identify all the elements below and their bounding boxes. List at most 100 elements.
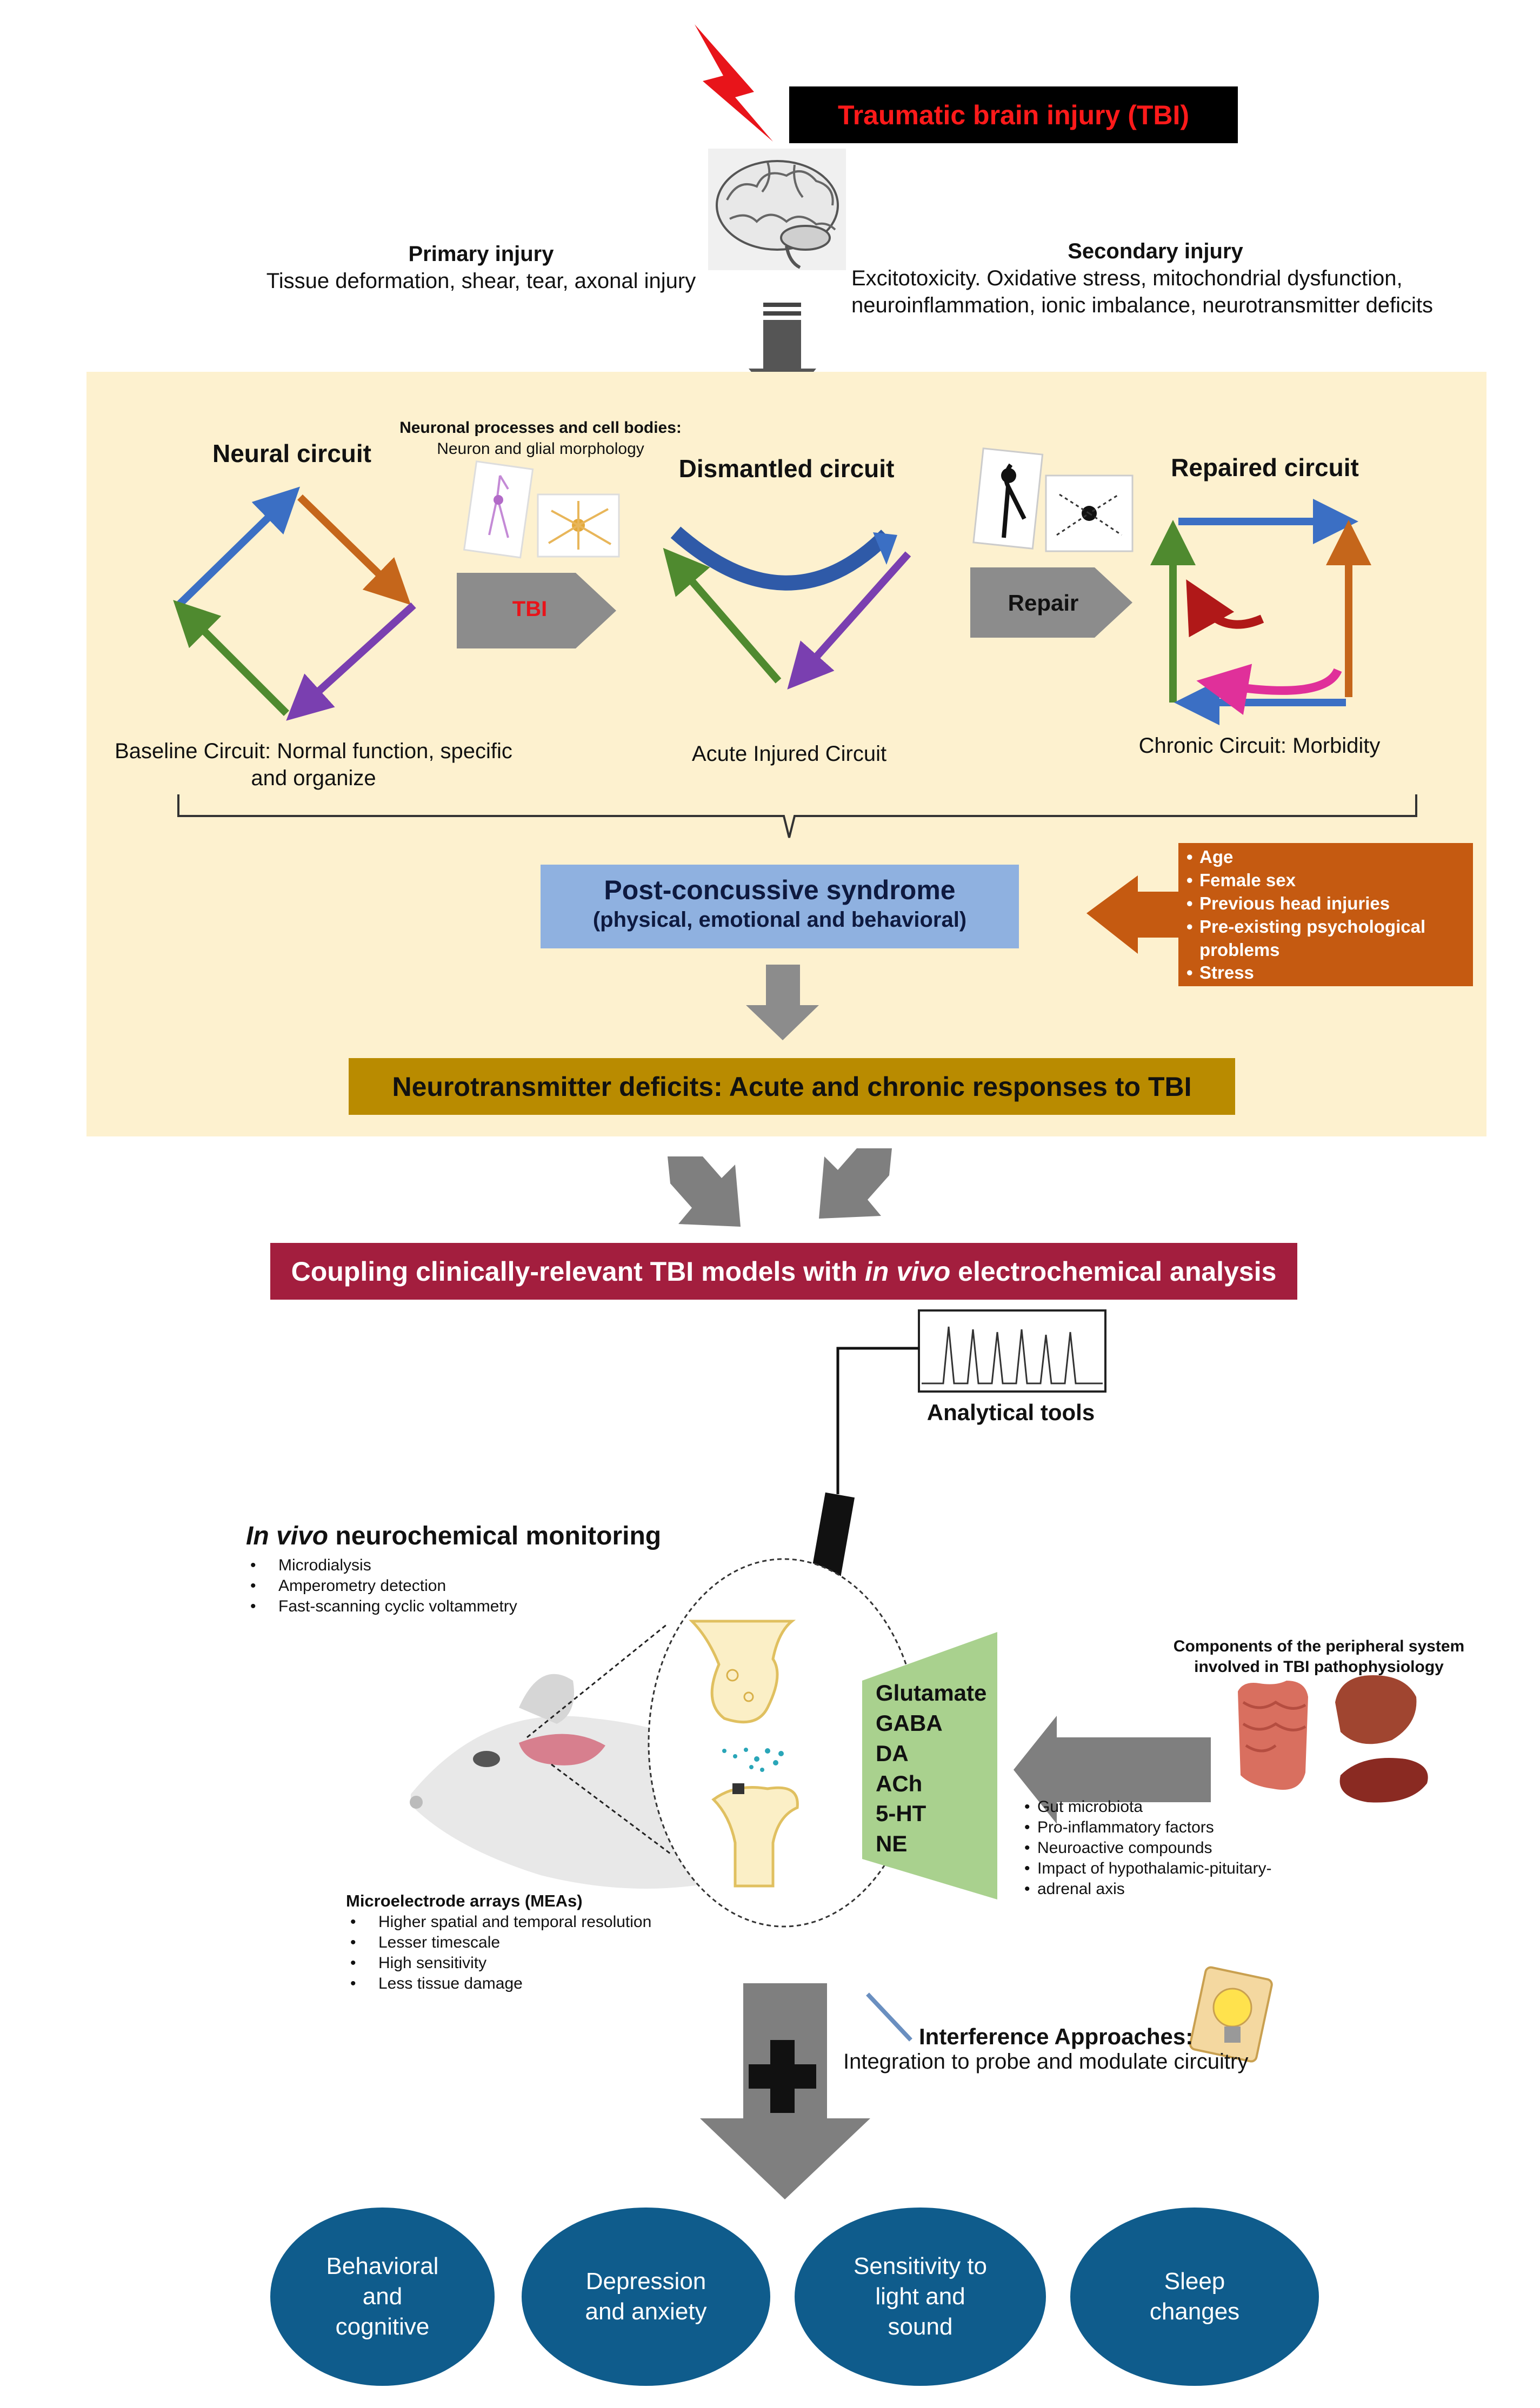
glia-silhouette-image (1045, 474, 1134, 552)
secondary-injury-block: Secondary injury Excitotoxicity. Oxidati… (851, 238, 1459, 319)
monitoring-title: In vivo neurochemical monitoring (246, 1521, 732, 1551)
title-banner: Traumatic brain injury (TBI) (789, 86, 1238, 143)
nt-5ht: 5-HT (876, 1801, 926, 1827)
light-bulb-icon (1189, 1966, 1273, 2063)
processes-subtitle: Neuron and glial morphology (437, 440, 644, 458)
peripheral-list: Gut microbiota Pro-inflammatory factors … (1024, 1797, 1305, 1900)
neuron-image (463, 460, 534, 559)
monitoring-item: Amperometry detection (246, 1576, 732, 1596)
risk-factor-item: Female sex (1186, 869, 1468, 892)
coupling-text: Coupling clinically-relevant TBI models … (270, 1256, 1297, 1287)
down-arrow-icon (746, 965, 819, 1040)
peripheral-title: Components of the peripheral system invo… (1151, 1636, 1486, 1677)
nt-ach: ACh (876, 1770, 923, 1796)
peripheral-item-continued: adrenal axis (1024, 1879, 1305, 1899)
outcome-line: Behavioral (326, 2253, 439, 2280)
needle-icon (866, 1992, 912, 2042)
monitoring-block: In vivo neurochemical monitoring Microdi… (246, 1521, 732, 1617)
coupling-box (270, 1243, 1297, 1300)
chronic-circuit-caption: Chronic Circuit: Morbidity (1138, 734, 1381, 758)
neurotransmitter-list: Glutamate GABA DA ACh 5-HT NE (876, 1678, 1000, 1859)
monitoring-title-italic: In vivo (246, 1522, 329, 1550)
spleen-icon (1339, 1758, 1428, 1803)
peripheral-item: Pro-inflammatory factors (1024, 1817, 1305, 1838)
syndrome-title: Post-concussive syndrome (604, 875, 956, 905)
coupling-text-after: electrochemical analysis (950, 1256, 1277, 1287)
outcome-line: cognitive (335, 2313, 430, 2340)
risk-factors-list: Age Female sex Previous head injuries Pr… (1186, 846, 1468, 985)
secondary-injury-text-1: Excitotoxicity. Oxidative stress, mitoch… (851, 266, 1403, 290)
repaired-circuit-diagram (1150, 499, 1371, 725)
baseline-caption-line-1: Baseline Circuit: Normal function, speci… (115, 739, 512, 763)
lightning-icon (695, 24, 773, 142)
monitoring-item: Fast-scanning cyclic voltammetry (246, 1596, 732, 1617)
tbi-arrow-shape (457, 573, 616, 648)
outcome-sensitivity: Sensitivity to light and sound (795, 2208, 1046, 2386)
secondary-injury-title: Secondary injury (1068, 239, 1243, 263)
tbi-arrow-label: TBI (512, 597, 548, 621)
primary-injury-title: Primary injury (408, 242, 554, 266)
outcome-line: and anxiety (585, 2298, 707, 2325)
mea-item: Less tissue damage (346, 1974, 724, 1994)
deficits-box (349, 1058, 1235, 1115)
coupling-text-italic: in vivo (864, 1256, 951, 1287)
analytical-tools-label: Analytical tools (926, 1400, 1095, 1425)
neural-circuit-title: Neural circuit (212, 439, 371, 467)
processes-label: Neuronal processes and cell bodies: Neur… (373, 417, 708, 459)
secondary-injury-text-2: neuroinflammation, ionic imbalance, neur… (851, 293, 1434, 317)
risk-factor-item: Stress (1186, 961, 1468, 985)
nt-da: DA (876, 1740, 909, 1766)
mea-item: Lesser timescale (346, 1932, 724, 1953)
nt-ne: NE (876, 1831, 908, 1857)
outcome-behavioral-cognitive: Behavioral and cognitive (270, 2208, 495, 2386)
repaired-circuit-title: Repaired circuit (1171, 453, 1359, 481)
neurotransmitter-panel (862, 1632, 997, 1899)
mea-title: Microelectrode arrays (MEAs) (346, 1891, 583, 1910)
nt-gaba: GABA (876, 1710, 943, 1736)
processes-title: Neuronal processes and cell bodies: (399, 419, 682, 437)
peripheral-item: Gut microbiota (1024, 1797, 1305, 1817)
peripheral-title-line-1: Components of the peripheral system (1173, 1637, 1465, 1655)
dismantled-circuit-title: Dismantled circuit (678, 454, 895, 483)
baseline-caption-line-2: and organize (251, 766, 376, 790)
grouping-brace (177, 794, 1417, 838)
mea-block: Microelectrode arrays (MEAs) Higher spat… (346, 1891, 724, 1994)
neural-circuit-diagram (173, 486, 416, 721)
outcome-line: Sensitivity to (854, 2253, 987, 2280)
outcome-line: Sleep (1164, 2268, 1225, 2295)
nt-glutamate: Glutamate (876, 1680, 987, 1705)
primary-injury-block: Primary injury Tissue deformation, shear… (249, 240, 714, 295)
acute-circuit-caption: Acute Injured Circuit (691, 742, 887, 766)
peripheral-item: Neuroactive compounds (1024, 1838, 1305, 1858)
risk-factor-item: Previous head injuries (1186, 892, 1468, 915)
peripheral-title-line-2: involved in TBI pathophysiology (1194, 1658, 1444, 1676)
risk-arrow-shape (1086, 875, 1181, 954)
repair-arrow-shape (970, 567, 1132, 638)
interference-block: Interference Approaches: Integration to … (843, 2024, 1330, 2074)
probe-cable (836, 1347, 919, 1494)
monitoring-item: Microdialysis (246, 1555, 732, 1576)
mea-item: High sensitivity (346, 1953, 724, 1974)
primary-injury-text: Tissue deformation, shear, tear, axonal … (266, 269, 696, 293)
syndrome-box (541, 865, 1019, 948)
interference-text: Integration to probe and modulate circui… (843, 2050, 1249, 2073)
glial-cell-image (537, 493, 620, 558)
repair-arrow-label: Repair (1008, 590, 1079, 616)
outcome-sleep-changes: Sleep changes (1070, 2208, 1319, 2386)
outcome-line: Depression (585, 2268, 706, 2295)
syndrome-subtitle: (physical, emotional and behavioral) (592, 908, 967, 932)
outcome-depression-anxiety: Depression and anxiety (522, 2208, 770, 2386)
outcome-line: sound (888, 2313, 953, 2340)
outcome-line: light and (875, 2283, 965, 2310)
title-text: Traumatic brain injury (TBI) (837, 99, 1190, 130)
converging-arrows (668, 1148, 892, 1227)
monitoring-title-rest: neurochemical monitoring (328, 1522, 662, 1550)
analytical-trace-image (918, 1309, 1106, 1393)
liver-icon (1335, 1675, 1417, 1744)
interference-title: Interference Approaches: (919, 2024, 1194, 2049)
outcome-line: and (362, 2283, 403, 2310)
mea-item: Higher spatial and temporal resolution (346, 1912, 724, 1932)
baseline-circuit-caption: Baseline Circuit: Normal function, speci… (103, 738, 524, 792)
syndrome-text: Post-concussive syndrome (physical, emot… (541, 874, 1019, 932)
brain-icon (708, 149, 846, 270)
